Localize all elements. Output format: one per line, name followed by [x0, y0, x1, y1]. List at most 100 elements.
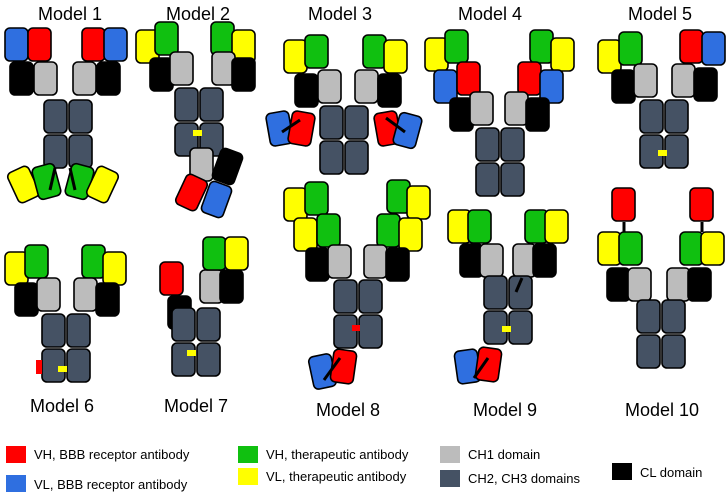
model-5-domain-fc	[664, 99, 689, 134]
model-1-domain-fc	[68, 99, 93, 134]
model-5-domain-fc	[664, 134, 689, 169]
model-7-hinge-marker	[187, 350, 196, 356]
model-2-domain-ch1	[169, 51, 194, 86]
model-3-domain-vh-bbb	[287, 110, 316, 147]
model-8-hinge-marker	[352, 325, 360, 331]
model-2-domain-vh-ther	[210, 21, 235, 56]
model-9-label: Model 9	[473, 400, 537, 420]
legend-label-vh-bbb: VH, BBB receptor antibody	[34, 447, 190, 462]
model-10-domain-fc	[661, 299, 686, 334]
model-4-domain-cl	[525, 97, 550, 132]
model-1-domain-fc	[68, 134, 93, 169]
model-9-domain-fc	[508, 275, 533, 310]
model-6-domain-cl	[95, 282, 120, 317]
model-10-label: Model 10	[625, 400, 699, 420]
model-7-domain-fc	[196, 307, 221, 342]
model-9-linker	[472, 357, 490, 379]
model-5-domain-vh-ther	[618, 31, 643, 66]
model-8-domain-ch1	[327, 244, 352, 279]
model-4-domain-fc	[500, 162, 525, 197]
model-6-domain-ch1	[36, 277, 61, 312]
model-2-domain-cl	[231, 57, 256, 92]
model-2-label: Model 2	[166, 4, 230, 24]
model-10-domain-vh-bbb	[611, 187, 636, 222]
legend-swatch-fc	[440, 470, 460, 487]
model-8-domain-vh-ther	[304, 181, 329, 216]
model-10-domain-vh-ther	[679, 231, 704, 266]
model-5-domain-vh-bbb	[679, 29, 704, 64]
model-5-hinge-marker	[658, 150, 667, 156]
model-6-hinge-marker	[36, 360, 42, 374]
model-8-domain-vl-ther	[283, 187, 308, 222]
legend-swatch-vl-bbb	[6, 475, 26, 492]
model-10-domain-cl	[606, 267, 631, 302]
legend-label-vl-bbb: VL, BBB receptor antibody	[34, 477, 188, 492]
model-2-domain-vh-ther	[154, 21, 179, 56]
model-8-domain-fc	[333, 279, 358, 314]
legend: VH, BBB receptor antibody VL, BBB recept…	[6, 446, 702, 492]
model-6-domain-fc	[41, 313, 66, 348]
model-8-domain-cl	[385, 247, 410, 282]
model-2-domain-vl-bbb	[200, 180, 233, 219]
model-7-domain-fc	[171, 307, 196, 342]
model-4-domain-fc	[475, 162, 500, 197]
legend-swatch-ch1	[440, 446, 460, 463]
model-9-hinge-marker	[502, 326, 511, 332]
model-8-domain-vl-ther	[398, 217, 423, 252]
legend-swatch-cl	[612, 463, 632, 480]
model-8-domain-fc	[358, 279, 383, 314]
model-4-domain-fc	[475, 127, 500, 162]
model-4-domain-vh-bbb	[456, 61, 481, 96]
model-8-label: Model 8	[316, 400, 380, 420]
model-8-domain-vl-ther	[406, 185, 431, 220]
model-2-domain-fc	[174, 122, 199, 157]
model-4-domain-vh-ther	[444, 29, 469, 64]
model-3-domain-vl-bbb	[392, 111, 423, 150]
model-9-domain-fc	[483, 275, 508, 310]
model-3-domain-cl	[377, 73, 402, 108]
model-3-domain-vl-ther	[283, 39, 308, 74]
model-8-domain-fc	[333, 314, 358, 349]
model-5-domain-vl-bbb	[701, 31, 726, 66]
model-6-domain-fc	[41, 348, 66, 383]
model-8-linker	[322, 357, 342, 381]
legend-label-vl-ther: VL, therapeutic antibody	[266, 469, 407, 484]
model-4-domain-ch1	[469, 91, 494, 126]
model-1-label: Model 1	[38, 4, 102, 24]
model-4-domain-fc	[500, 127, 525, 162]
model-9-domain-cl	[532, 243, 557, 278]
model-6-domain-fc	[66, 313, 91, 348]
model-3-domain-vh-ther	[362, 34, 387, 69]
model-2-domain-cl	[211, 147, 244, 186]
model-8-domain-ch1	[363, 244, 388, 279]
model-3-domain-fc	[319, 140, 344, 175]
model-6-domain-vl-ther	[102, 251, 127, 286]
model-10-domain-fc	[661, 334, 686, 369]
model-1-domain-vh-bbb	[81, 27, 106, 62]
model-10-domain-fc	[636, 334, 661, 369]
model-3-domain-ch1	[354, 69, 379, 104]
model-8-domain-vl-ther	[293, 217, 318, 252]
model-10-domain-vl-ther	[700, 231, 725, 266]
model-8-domain-vh-bbb	[329, 348, 358, 385]
model-7-domain-fc	[171, 342, 196, 377]
model-10-domain-vh-bbb	[689, 187, 714, 222]
model-4-domain-vl-bbb	[539, 69, 564, 104]
model-9-domain-ch1	[479, 243, 504, 278]
model-4-domain-vh-ther	[529, 29, 554, 64]
legend-swatch-vh-bbb	[6, 446, 26, 463]
model-3-domain-cl	[294, 73, 319, 108]
model-3-domain-vl-ther	[383, 39, 408, 74]
model-8-domain-fc	[358, 314, 383, 349]
legend-label-vh-ther: VH, therapeutic antibody	[266, 447, 409, 462]
model-1-domain-fc	[43, 134, 68, 169]
model-2-domain-fc	[174, 87, 199, 122]
model-7-domain-fc	[196, 342, 221, 377]
model-8-domain-vh-ther	[376, 213, 401, 248]
model-4-domain-vl-ther	[550, 37, 575, 72]
model-3-linker	[281, 118, 301, 134]
model-9-linker	[514, 277, 524, 293]
model-10-domain-vl-ther	[597, 231, 622, 266]
model-10-domain-fc	[636, 299, 661, 334]
